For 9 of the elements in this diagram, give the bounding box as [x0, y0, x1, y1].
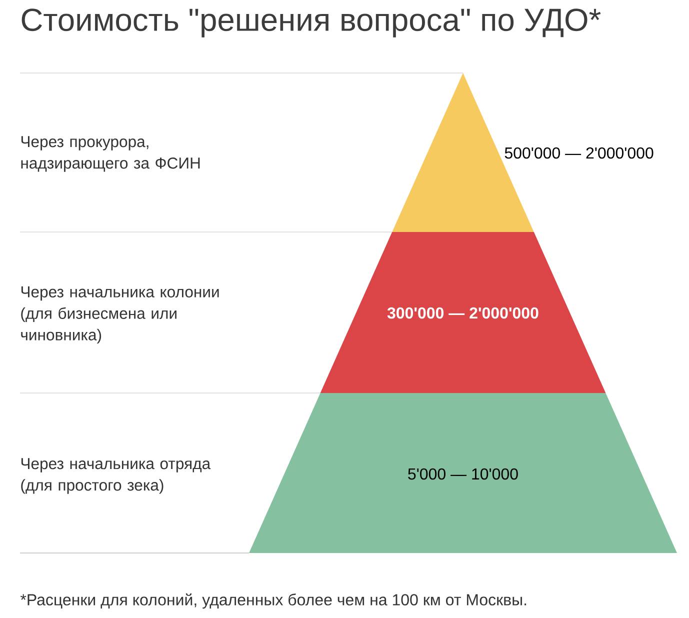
row-label: Через прокурора, надзирающего за ФСИН: [21, 136, 200, 172]
title: Стоимость "решения вопроса" по УДО*: [22, 8, 601, 38]
footnote: *Расценки для колоний, удаленных более чем на 100 км от Москвы.: [20, 593, 526, 609]
row-label: Через начальника отряда (для простого зека): [21, 458, 211, 494]
pyramid-tier: 5'000 — 10'000: [249, 393, 677, 553]
node-label: 500'000 — 2'000'000: [504, 147, 654, 159]
pyramid-tier: 300'000 — 2'000'000: [320, 232, 606, 393]
row-label: Через начальника колонии (для бизнесмена или чиновника): [21, 286, 219, 344]
pyramid-tier: 500'000 — 2'000'000: [392, 73, 654, 232]
